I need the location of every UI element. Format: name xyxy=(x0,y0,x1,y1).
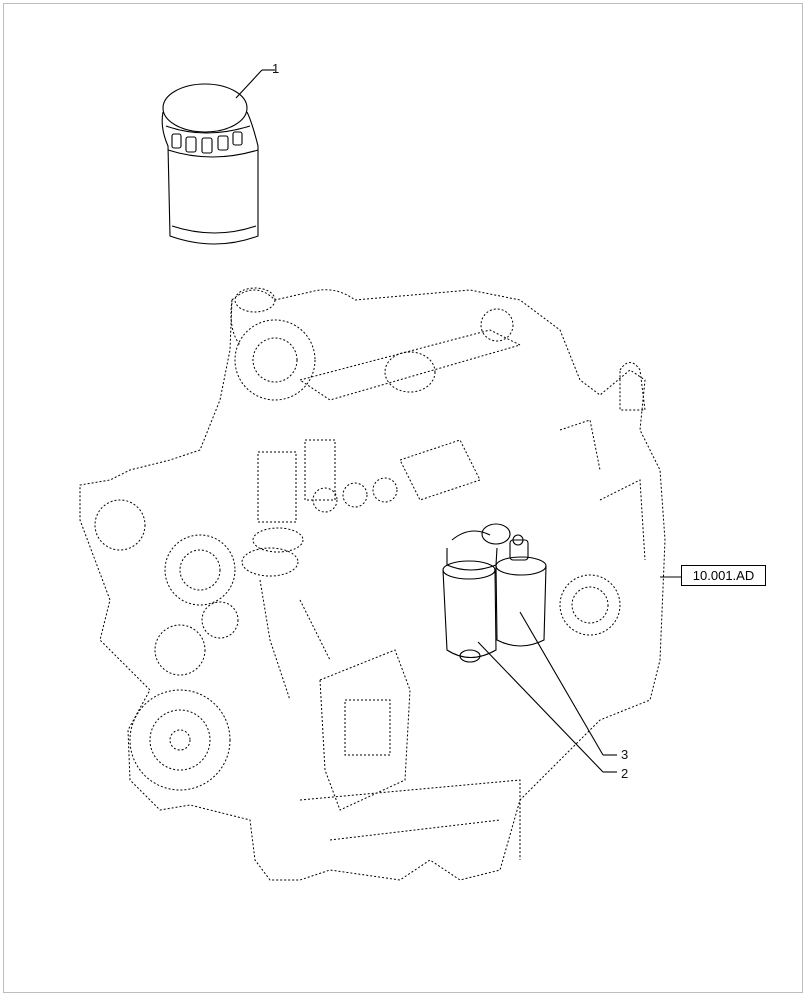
section-reference-label: 10.001.AD xyxy=(692,568,755,583)
engine-block-outline xyxy=(79,287,666,881)
callout-1: 1 xyxy=(272,61,280,76)
callout-2: 2 xyxy=(621,766,629,781)
oil-filter-part xyxy=(161,69,275,245)
section-reference-link[interactable]: 10.001.AD xyxy=(681,565,766,586)
fuel-filter-assembly xyxy=(442,523,681,773)
drawing-frame xyxy=(3,3,803,993)
callout-3: 3 xyxy=(621,747,629,762)
